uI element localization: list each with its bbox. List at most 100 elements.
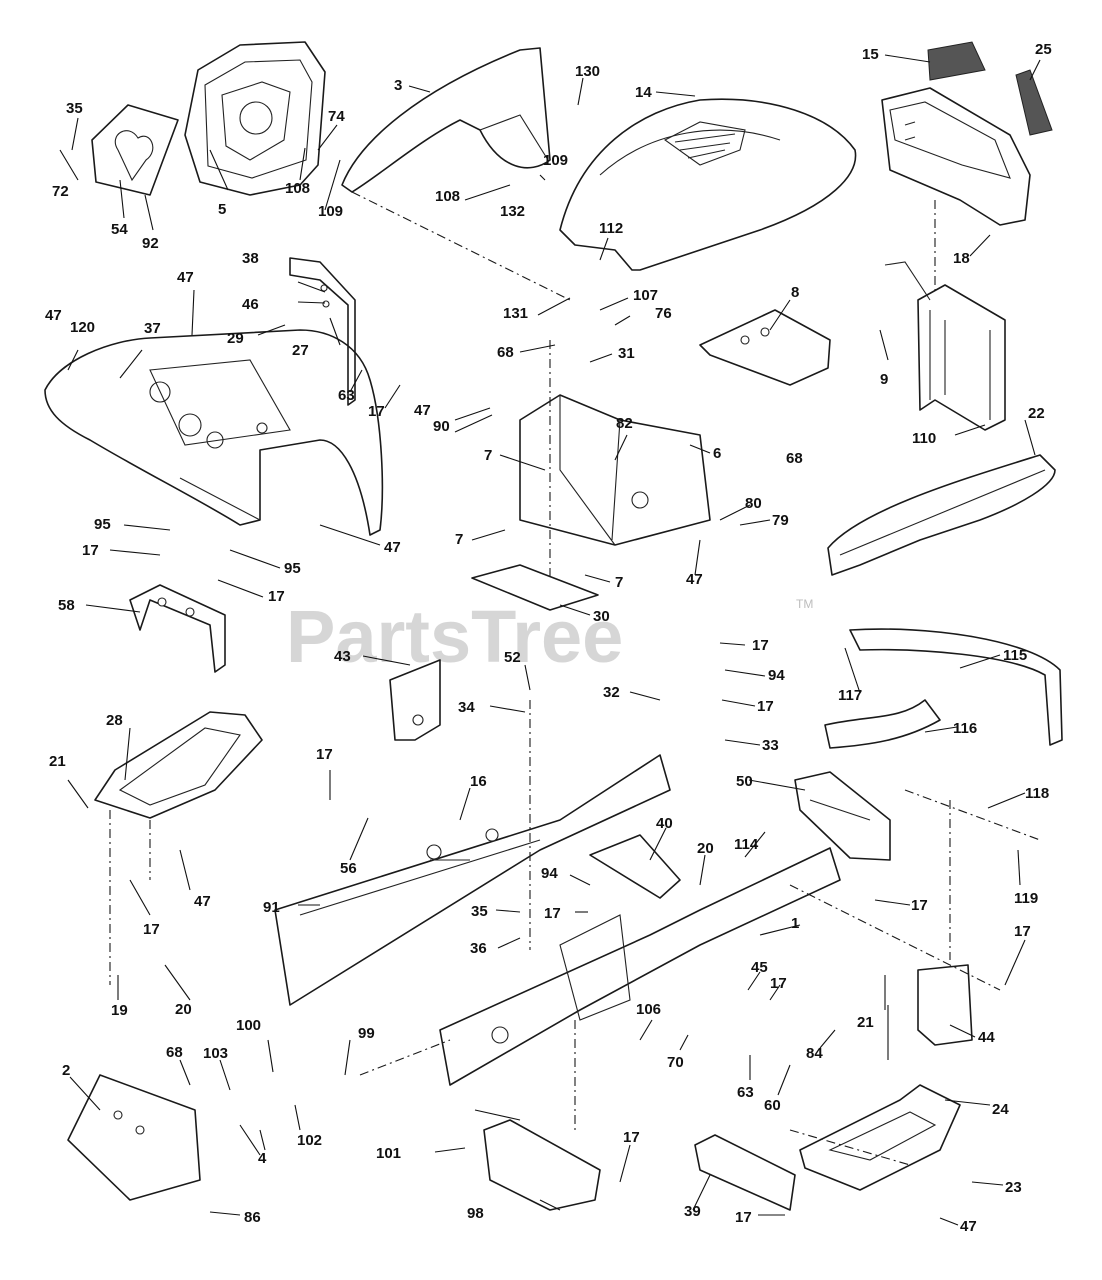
callout-27: 27	[292, 342, 309, 359]
callout-30: 30	[593, 608, 610, 625]
callout-58: 58	[58, 597, 75, 614]
callout-22: 22	[1028, 405, 1045, 422]
callout-4: 4	[258, 1150, 267, 1167]
callout-95-a: 95	[94, 516, 111, 533]
callout-47-left: 47	[45, 307, 62, 324]
part-bracket-43	[389, 659, 441, 741]
callout-115: 115	[1003, 647, 1027, 664]
callout-119: 119	[1014, 890, 1038, 907]
callout-117: 117	[838, 687, 862, 704]
callout-91: 91	[263, 899, 280, 916]
callout-131: 131	[503, 305, 528, 322]
callout-17-mid: 17	[544, 905, 561, 922]
part-bracket-44	[917, 964, 973, 1046]
part-floor-plate	[471, 564, 599, 611]
part-battery-cover	[91, 104, 179, 196]
callout-17-58a: 17	[82, 542, 99, 559]
callout-68-bottom: 68	[166, 1044, 183, 1061]
callout-40: 40	[656, 815, 673, 832]
callout-24: 24	[992, 1101, 1009, 1118]
callout-82: 82	[616, 415, 633, 432]
callout-35-b: 35	[471, 903, 488, 920]
callout-21-a: 21	[49, 753, 66, 770]
part-main-frame	[439, 847, 841, 1086]
callout-63-b: 63	[737, 1084, 754, 1101]
callout-108-a: 108	[285, 180, 310, 197]
callout-103: 103	[203, 1045, 228, 1062]
callout-95-b: 95	[284, 560, 301, 577]
callout-17-right: 17	[1014, 923, 1031, 940]
callout-25: 25	[1035, 41, 1052, 58]
callout-114: 114	[734, 836, 759, 853]
part-steering-support	[519, 394, 711, 546]
callout-47-deck: 47	[384, 539, 401, 556]
part-hood	[559, 98, 857, 271]
callout-47-mid: 47	[686, 571, 703, 588]
callout-132: 132	[500, 203, 525, 220]
part-seat-platform	[94, 711, 263, 819]
callout-29: 29	[227, 330, 244, 347]
callout-47-90: 47	[414, 402, 431, 419]
callout-43: 43	[334, 648, 351, 665]
callout-90: 90	[433, 418, 450, 435]
part-98	[483, 1119, 601, 1211]
callout-116: 116	[953, 720, 977, 737]
part-grille-inserts	[927, 41, 1053, 136]
callout-109-b: 109	[543, 152, 568, 169]
callout-17-58b: 17	[268, 588, 285, 605]
watermark: PartsTree TM	[286, 595, 813, 678]
callout-1: 1	[791, 915, 799, 932]
part-rear-plate	[799, 1084, 961, 1191]
callout-98: 98	[467, 1205, 484, 1222]
callout-118: 118	[1025, 785, 1049, 802]
callout-35-top: 35	[66, 100, 83, 117]
callout-34: 34	[458, 699, 475, 716]
callout-80: 80	[745, 495, 762, 512]
callout-47-seat: 47	[194, 893, 211, 910]
callout-17-33b: 17	[757, 698, 774, 715]
assembly-lines	[109, 191, 1041, 1166]
callout-100: 100	[236, 1017, 261, 1034]
leader-lines	[59, 54, 1041, 1226]
callout-14: 14	[635, 84, 652, 101]
watermark-text: PartsTree	[286, 595, 623, 678]
callout-16: 16	[470, 773, 487, 790]
callout-2: 2	[62, 1062, 70, 1079]
callout-102: 102	[297, 1132, 322, 1149]
callout-21-b: 21	[857, 1014, 874, 1031]
callout-60: 60	[764, 1097, 781, 1114]
callout-120: 120	[70, 319, 95, 336]
callout-39: 39	[684, 1203, 701, 1220]
callout-68-right: 68	[786, 450, 803, 467]
callout-28: 28	[106, 712, 123, 729]
callout-33: 33	[762, 737, 779, 754]
callout-45: 45	[751, 959, 768, 976]
callout-54: 54	[111, 221, 128, 238]
callout-106: 106	[636, 1001, 661, 1018]
part-hood-panel	[341, 47, 551, 193]
callout-108-b: 108	[435, 188, 460, 205]
callout-17-56: 17	[316, 746, 333, 763]
callout-109-a: 109	[318, 203, 343, 220]
callout-15: 15	[862, 46, 879, 63]
callout-3: 3	[394, 77, 402, 94]
callout-17-45: 17	[770, 975, 787, 992]
callout-36: 36	[470, 940, 487, 957]
callout-9: 9	[880, 371, 888, 388]
part-front-bumper	[827, 454, 1056, 576]
part-39	[694, 1134, 796, 1211]
callout-17-top: 17	[368, 403, 385, 420]
callout-70: 70	[667, 1054, 684, 1071]
callout-86: 86	[244, 1209, 261, 1226]
callout-101: 101	[376, 1145, 401, 1162]
callout-38: 38	[242, 250, 259, 267]
callout-18: 18	[953, 250, 970, 267]
part-pedal-bracket	[129, 584, 226, 673]
part-dash-console	[184, 41, 326, 196]
part-side-frame	[274, 754, 671, 1006]
callout-47-bottom: 47	[960, 1218, 977, 1235]
callout-110: 110	[912, 430, 936, 447]
callout-74: 74	[328, 108, 345, 125]
callout-5: 5	[218, 201, 226, 218]
